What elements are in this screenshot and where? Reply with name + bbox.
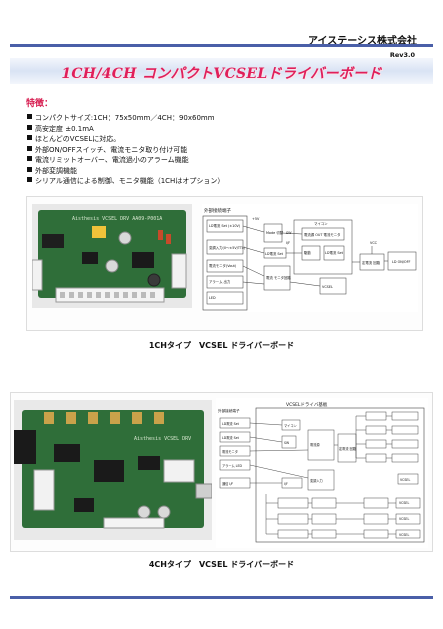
caption-4ch: 4CHタイプ VCSEL ドライバーボード — [148, 560, 295, 569]
diagram-4ch-block-label: 電流モニタ — [222, 449, 238, 454]
diagram-4ch-block-label: LD電流 Set — [222, 421, 240, 426]
feature-item: シリアル通信による制御、モニタ機能（1CHはオプション） — [26, 176, 426, 187]
feature-item: 外部変調機能 — [26, 166, 426, 177]
board-4ch-photo: Aisthesis VCSEL DRV — [14, 400, 212, 540]
bullet-square-icon — [27, 177, 32, 182]
diagram-4ch-title: VCSELドライバ基板 — [286, 401, 328, 408]
diagram-1ch-block-label: LD電流 Set — [325, 250, 344, 255]
block-diagram-4ch: VCSELドライバ基板 外部接続端子 LD電流 Set LD電流 Set 電流モ… — [216, 398, 428, 548]
diagram-4ch-block-label: アラーム LED — [222, 463, 242, 468]
diagram-1ch-external-label: 外部接続端子 — [204, 207, 231, 214]
diagram-4ch-block-label: SW — [284, 441, 290, 445]
diagram-1ch-block-label: 変調入力(0〜±5V/TTL) — [209, 245, 246, 250]
features-list: コンパクトサイズ:1CH：75x50mm／4CH：90x60mm 高安定度 ±0… — [26, 113, 426, 187]
diagram-1ch-signal-label: I/F — [286, 241, 290, 245]
diagram-1ch-block-label: 電流 モニタ回路 — [266, 275, 291, 280]
diagram-4ch-block-label: I/F — [284, 482, 288, 486]
features-section: 特徴： コンパクトサイズ:1CH：75x50mm／4CH：90x60mm 高安定… — [26, 96, 426, 187]
diagram-1ch-signal-label: +5V — [252, 217, 260, 221]
diagram-1ch-block-label: アラーム 出力 — [209, 279, 231, 284]
company-name: アイステーシス株式会社 — [308, 36, 417, 47]
diagram-1ch-block-label: LD電流 Set — [265, 251, 284, 256]
diagram-1ch-block-label: Mode 切替 — [266, 230, 284, 235]
diagram-4ch-block-label: VCSEL — [400, 478, 410, 482]
diagram-1ch-block-label: マイコン — [314, 221, 328, 226]
caption-1ch: 1CHタイプ VCSEL ドライバーボード — [148, 341, 295, 350]
diagram-4ch-block-label: VCSEL — [399, 517, 409, 521]
diagram-1ch-block-label: 電流源 OUT 電流モニタ — [304, 232, 341, 237]
feature-item: 電流リミットオーバー、電流過小のアラーム機能 — [26, 155, 426, 166]
diagram-4ch-block-label: VCSEL — [399, 533, 409, 537]
diagram-1ch-block-label: LD電流 Set (±10V) — [209, 223, 241, 228]
page-title: 1CH/4CH コンパクトVCSELドライバーボード — [61, 66, 382, 82]
diagram-1ch-block-label: LED — [209, 296, 216, 300]
top-rule — [10, 44, 433, 47]
board-1ch-photo: Aisthesis VCSEL DRV AA09-P001A — [32, 204, 192, 308]
diagram-4ch-block-label: VCSEL — [399, 501, 409, 505]
features-heading: 特徴： — [26, 99, 54, 109]
title-band — [10, 58, 433, 84]
feature-item: ほとんどのVCSELに対応。 — [26, 134, 426, 145]
diagram-1ch-signal-label: SW — [286, 231, 292, 235]
diagram-4ch-block-label: 電流源 — [310, 442, 320, 447]
bullet-square-icon — [27, 124, 32, 130]
block-diagram-1ch: 外部接続端子 LD電流 Set (±10V) 変調入力(0〜±5V/TTL) 電… — [202, 204, 418, 312]
diagram-4ch-block-label: 変調入力 — [310, 478, 323, 483]
diagram-1ch-block-label: 電流モニタ(Vout) — [209, 263, 237, 268]
diagram-4ch-block-label: 定電流 回路 — [339, 446, 357, 451]
diagram-1ch-block-label: VCSEL — [322, 285, 333, 289]
diagram-4ch-block-label: 通信 I/F — [222, 481, 233, 486]
diagram-1ch-block-label: LD ON/OFF — [392, 260, 411, 264]
diagram-1ch-signal-label: VCC — [370, 241, 378, 245]
diagram-4ch-external-label: 外部接続端子 — [218, 408, 240, 413]
board-1ch-silkscreen: Aisthesis VCSEL DRV AA09-P001A — [72, 216, 162, 222]
feature-item: 高安定度 ±0.1mA — [26, 124, 426, 135]
diagram-4ch-block-label: マイコン — [284, 423, 297, 428]
revision-label: Rev3.0 — [389, 51, 415, 59]
bullet-square-icon — [27, 114, 32, 119]
feature-item: コンパクトサイズ:1CH：75x50mm／4CH：90x60mm — [26, 113, 426, 124]
diagram-4ch-block-label: LD電流 Set — [222, 435, 240, 440]
diagram-1ch-block-label: 定電流 回路 — [362, 260, 381, 265]
bullet-square-icon — [27, 156, 32, 161]
board-4ch-silkscreen: Aisthesis VCSEL DRV — [134, 436, 191, 442]
bullet-square-icon — [27, 166, 32, 172]
feature-item: 外部ON/OFFスイッチ、電流モニタ取り付け可能 — [26, 145, 426, 156]
diagram-1ch-block-label: 駆動 — [304, 250, 311, 255]
bullet-square-icon — [27, 135, 32, 140]
bullet-square-icon — [27, 145, 32, 151]
bottom-rule — [10, 596, 433, 599]
